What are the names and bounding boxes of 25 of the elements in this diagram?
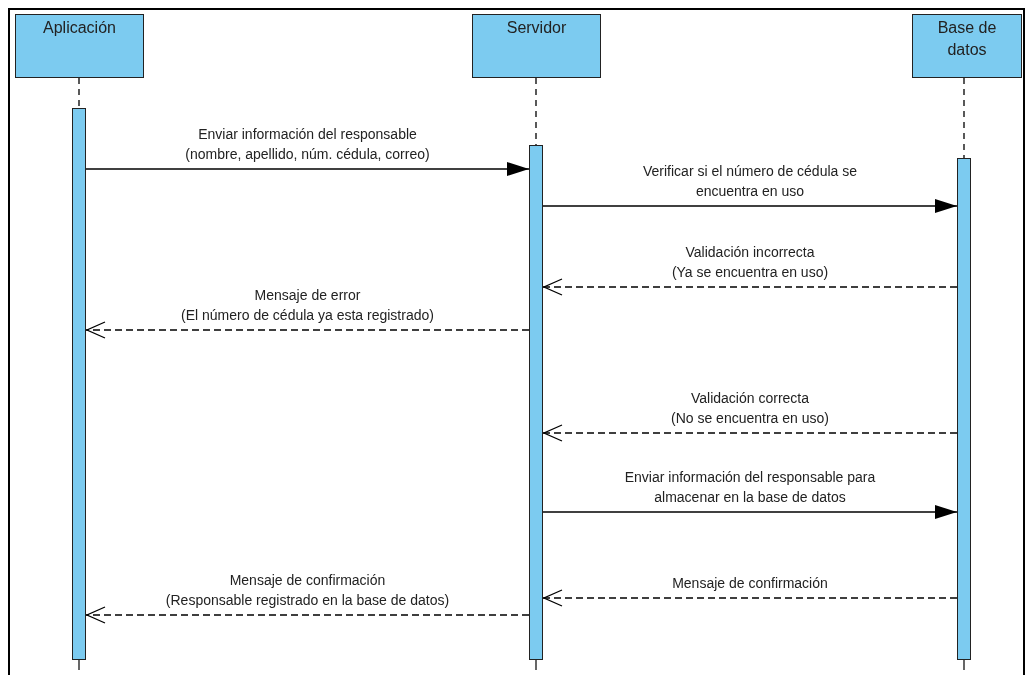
- participant-box: Base de datos: [912, 14, 1022, 78]
- lifeline: [963, 77, 965, 159]
- message-arrow: [542, 505, 958, 519]
- activation-bar: [72, 108, 86, 660]
- return-message-arrow: [85, 321, 530, 339]
- message-label: Verificar si el número de cédula se encuentra en uso: [642, 162, 858, 201]
- activation-bar: [529, 145, 543, 660]
- participant-box: Servidor: [472, 14, 601, 78]
- message-label: Mensaje de confirmación (Responsable registrado en la base de datos): [164, 571, 451, 610]
- return-message-arrow: [542, 424, 958, 442]
- lifeline: [535, 77, 537, 146]
- message-label: Validación correcta (No se encuentra en uso): [670, 389, 830, 428]
- return-message-arrow: [542, 589, 958, 607]
- lifeline: [78, 77, 80, 109]
- message-label: Enviar información del responsable para almacenar en la base de datos: [623, 468, 877, 507]
- activation-bar: [957, 158, 971, 660]
- return-message-arrow: [542, 278, 958, 296]
- message-label: Mensaje de error (El número de cédula ya esta registrado): [180, 286, 435, 325]
- participant-box: Aplicación: [15, 14, 144, 78]
- message-label: Validación incorrecta (Ya se encuentra en uso): [670, 243, 830, 282]
- message-arrow: [85, 162, 530, 176]
- return-message-arrow: [85, 606, 530, 624]
- message-label: Mensaje de confirmación: [671, 574, 829, 593]
- message-label: Enviar información del responsable (nombre, apellido, núm. cédula, correo): [184, 125, 431, 164]
- message-arrow: [542, 199, 958, 213]
